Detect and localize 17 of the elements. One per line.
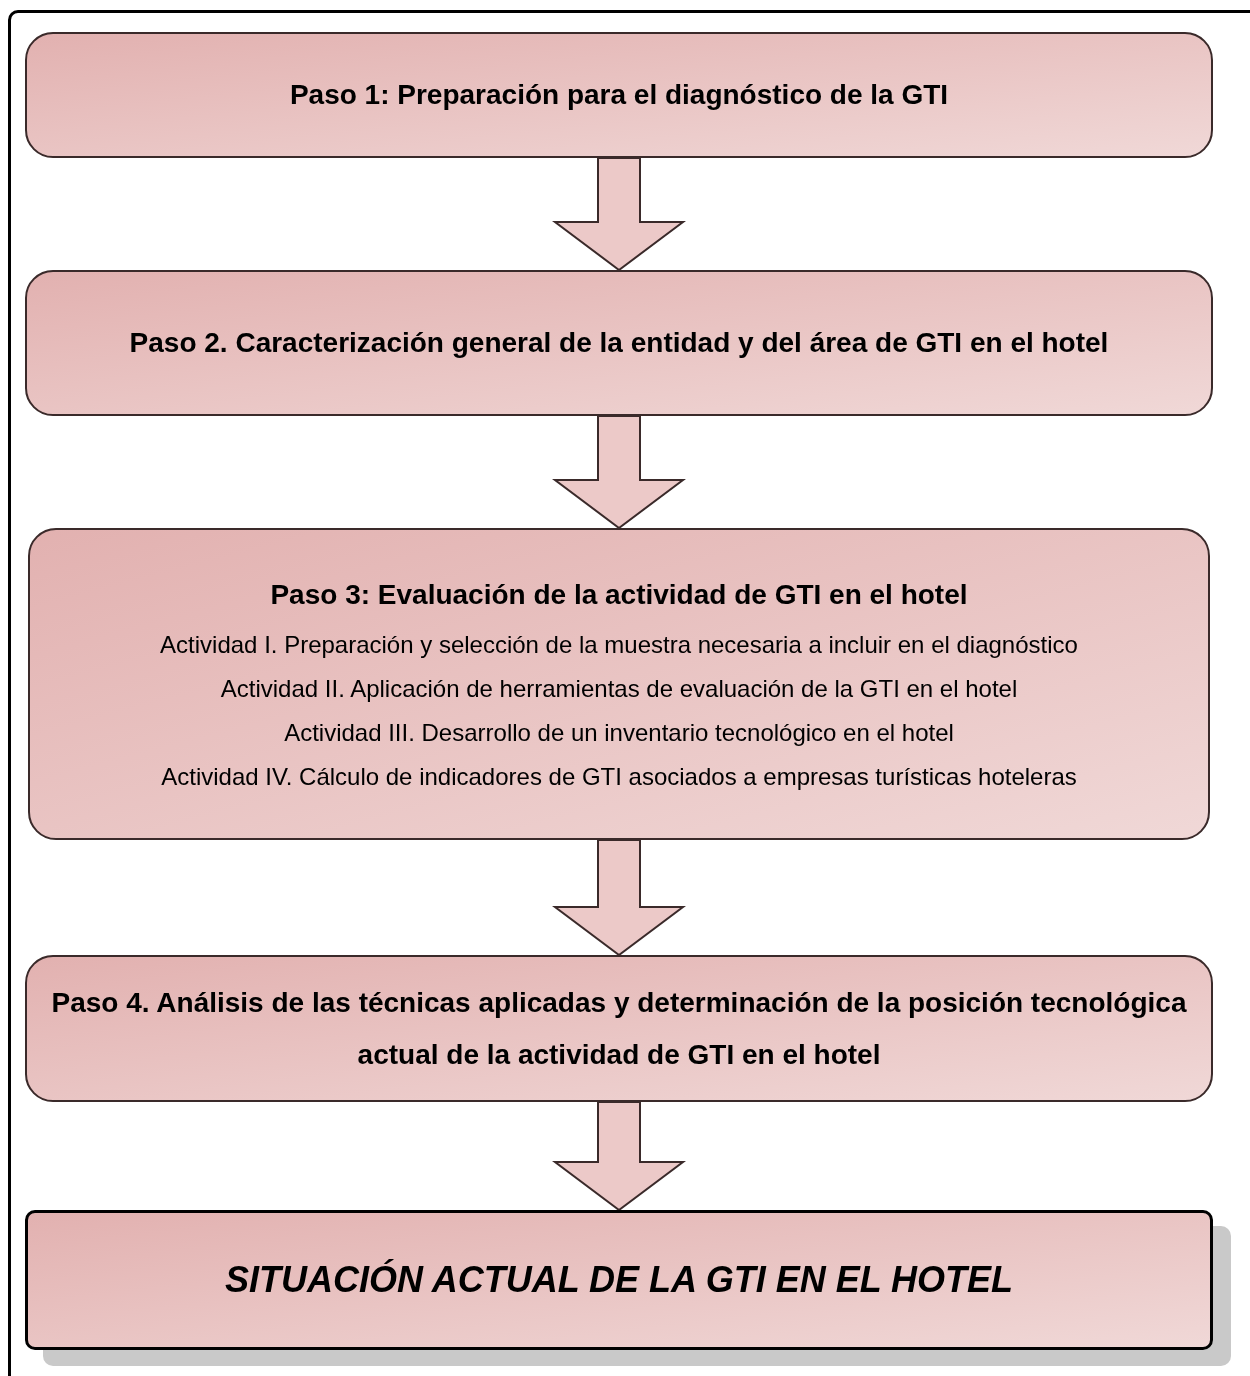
- process-box: [28, 528, 1210, 840]
- process-box: [25, 270, 1213, 416]
- activity-text: Actividad III. Desarrollo de un inventario tecnológico en el hotel: [284, 718, 954, 748]
- step-title: Paso 2. Caracterización general de la entidad y del área de GTI en el hotel: [129, 326, 1109, 360]
- block-arrow: [552, 157, 686, 272]
- step-title: Paso 4. Análisis de las técnicas aplicadas y determinación de la posición tecnológica actual de la actividad de GTI en el hotel: [50, 985, 1188, 1072]
- process-box: [25, 955, 1213, 1102]
- block-arrow: [552, 839, 686, 957]
- activity-text: Actividad II. Aplicación de herramientas de evaluación de la GTI en el hotel: [220, 674, 1018, 704]
- step-title: Paso 1: Preparación para el diagnóstico de la GTI: [289, 78, 949, 112]
- activity-text: Actividad I. Preparación y selección de la muestra necesaria a incluir en el diagnóstico: [160, 630, 1078, 660]
- result-text: SITUACIÓN ACTUAL DE LA GTI EN EL HOTEL: [225, 1258, 1013, 1302]
- block-arrow: [552, 1101, 686, 1212]
- activity-text: Actividad IV. Cálculo de indicadores de GTI asociados a empresas turísticas hoteleras: [161, 762, 1077, 792]
- step-title: Paso 3: Evaluación de la actividad de GTI en el hotel: [270, 578, 968, 612]
- block-arrow: [552, 415, 686, 530]
- process-box: [25, 32, 1213, 158]
